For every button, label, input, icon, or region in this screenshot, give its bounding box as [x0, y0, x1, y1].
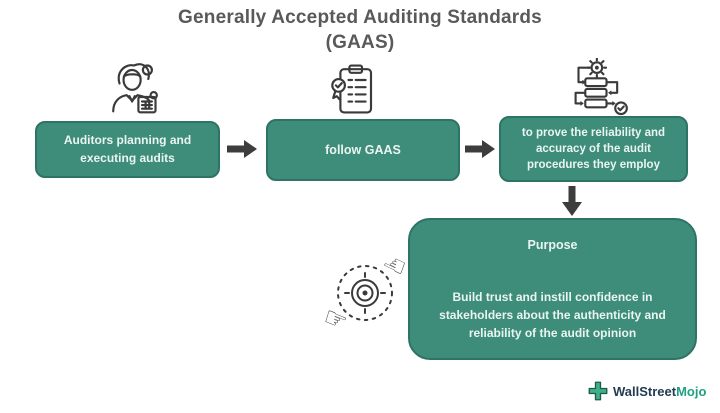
purpose-heading: Purpose [527, 238, 578, 252]
flow-box-follow-gaas-label: follow GAAS [325, 143, 401, 157]
certified-checklist-icon [327, 62, 379, 116]
title-line-1: Generally Accepted Auditing Standards [178, 7, 542, 28]
logo-text-wallstreet: WallStreet [613, 383, 677, 399]
right-arrow-icon-2 [465, 139, 495, 159]
wallstreetmojo-plus-icon [588, 381, 608, 401]
title-line-2: (GAAS) [325, 32, 395, 53]
purpose-body-text: Build trust and instill confidence in st… [439, 290, 666, 340]
logo-text-mojo: Mojo [676, 383, 707, 399]
purpose-box: Purpose Build trust and instill confiden… [408, 218, 697, 360]
flow-box-prove-reliability: to prove the reliability and accuracy of… [499, 116, 688, 182]
process-flowchart-icon [556, 58, 630, 116]
collaboration-target-icon: ☞ ☞ [319, 246, 411, 337]
page-title: Generally Accepted Auditing Standards (G… [0, 5, 720, 55]
wallstreetmojo-logo: WallStreetMojo [588, 381, 706, 401]
logo-text: WallStreetMojo [613, 384, 706, 399]
auditor-person-icon [106, 59, 160, 117]
flow-box-follow-gaas: follow GAAS [266, 119, 460, 181]
flow-box-auditors: Auditors planning and executing audits [35, 121, 220, 178]
right-arrow-icon-1 [227, 139, 257, 159]
down-arrow-icon [561, 186, 583, 216]
flow-box-prove-reliability-label: to prove the reliability and accuracy of… [521, 126, 666, 172]
flow-box-auditors-label: Auditors planning and executing audits [63, 133, 192, 165]
